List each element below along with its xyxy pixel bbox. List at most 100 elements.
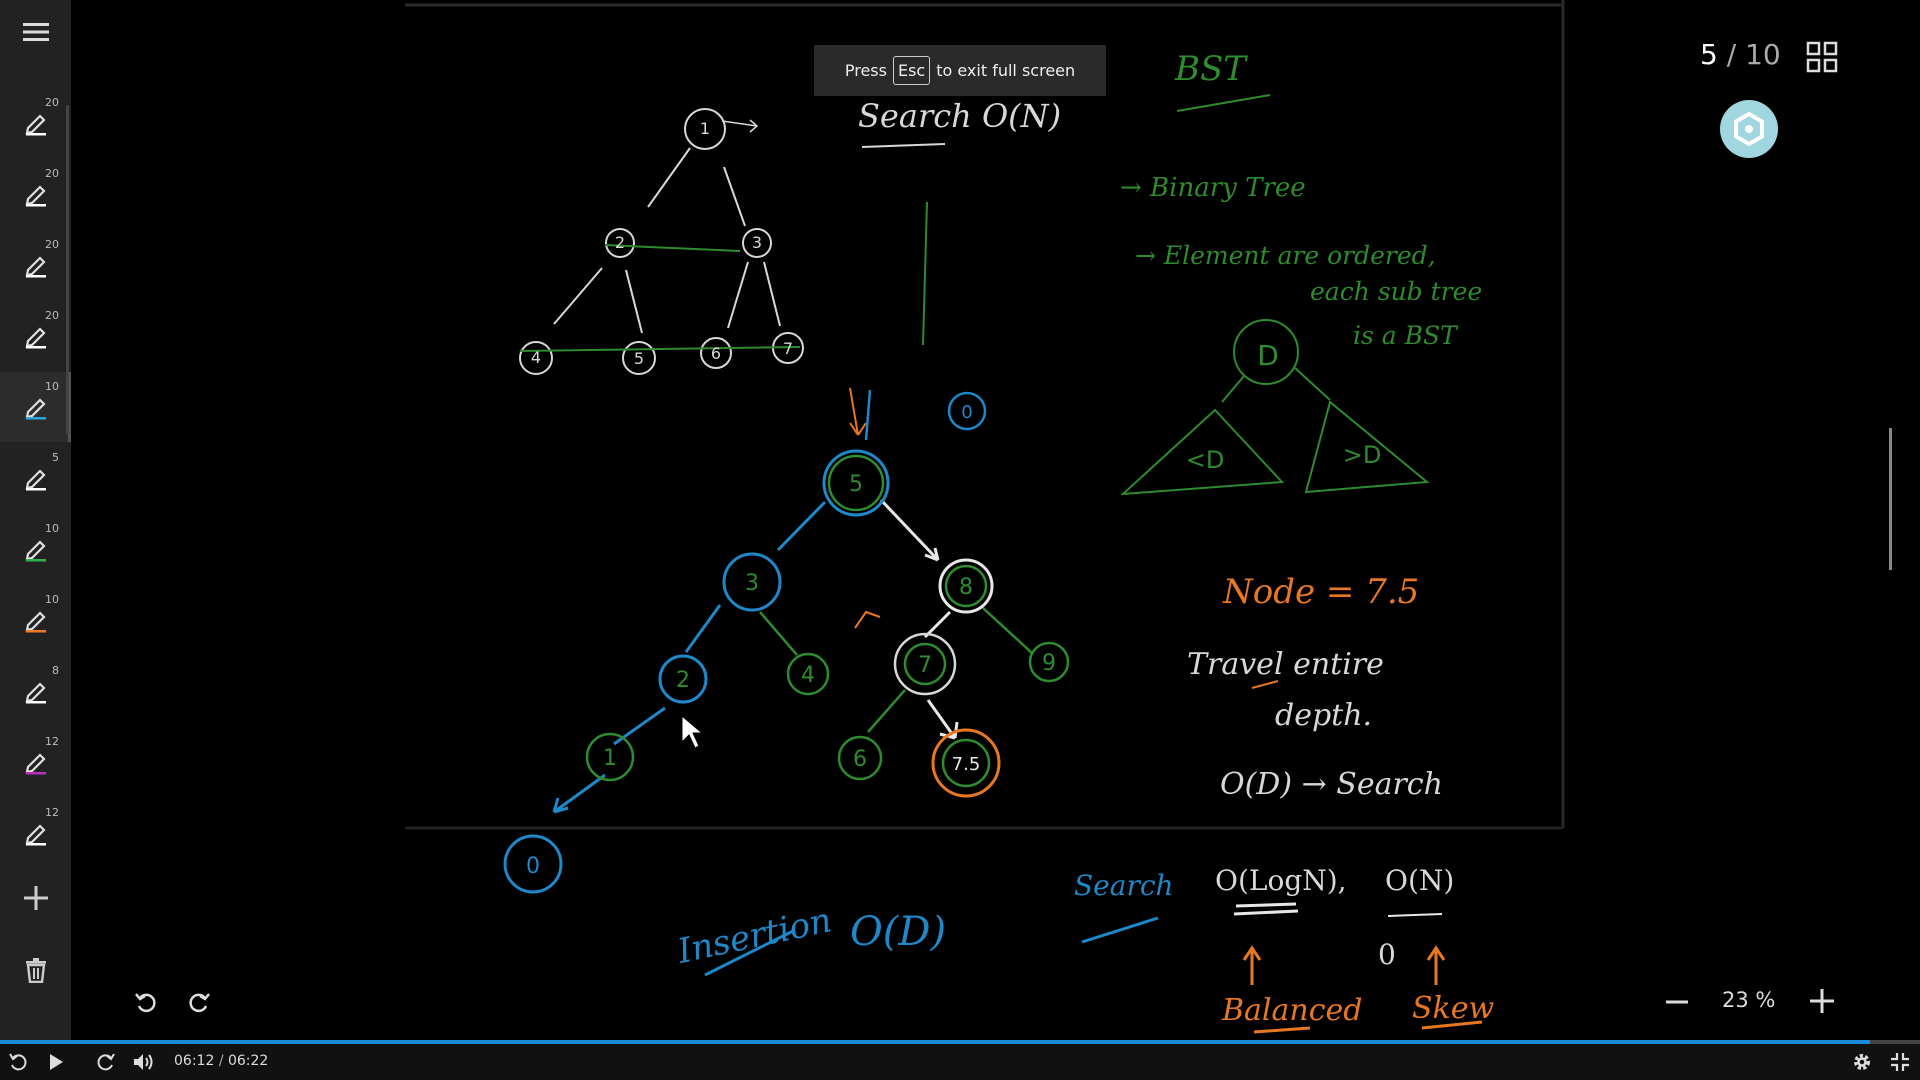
bst-title: BST (1174, 49, 1248, 89)
page-indicator: 5 / 10 (1700, 38, 1781, 71)
tree-node-9 (1028, 641, 1070, 683)
pen-icon (25, 185, 46, 207)
volume-button[interactable] (132, 1050, 156, 1074)
tree-label: 3 (745, 571, 759, 596)
exit-fullscreen-icon (1891, 1053, 1909, 1071)
canvas-scrollbar[interactable] (1889, 428, 1892, 570)
replay-icon (9, 1053, 27, 1071)
forward-button[interactable] (94, 1050, 118, 1074)
pen-tool-9[interactable]: 8 (0, 656, 71, 726)
volume-icon (134, 1054, 153, 1070)
page-total: 10 (1745, 38, 1781, 71)
zero-note: 0 (1378, 938, 1396, 971)
inserted-node-0 (503, 834, 563, 894)
zoom-out-button[interactable] (1662, 987, 1692, 1017)
bst-right-label: >D (1343, 441, 1382, 469)
insertion-note: Insertion (673, 900, 835, 972)
bst-diagram (1120, 319, 1430, 496)
undo-button[interactable] (132, 988, 160, 1016)
menu-button[interactable] (0, 10, 71, 54)
tree-label: 1 (603, 746, 617, 771)
pen-icon (25, 540, 46, 562)
fullscreen-hint: Press Esc to exit full screen (814, 45, 1106, 96)
pen-icon (25, 611, 46, 633)
pen-tool-6[interactable]: 5 (0, 443, 71, 513)
mouse-cursor-icon (681, 714, 704, 749)
page-separator: / (1726, 38, 1737, 71)
zoom-level: 23 % (1722, 988, 1776, 1012)
grid-icon (1806, 41, 1838, 73)
pen-tool-10[interactable]: 12 (0, 727, 71, 797)
logn-note: O(LogN), (1215, 864, 1347, 897)
bst-left-label: <D (1186, 446, 1225, 474)
pen-tool-2[interactable]: 20 (0, 159, 71, 229)
od-search-note: O(D) → Search (1220, 767, 1443, 802)
toolbar-scrollbar[interactable] (66, 105, 69, 435)
bst-line1: → Binary Tree (1120, 173, 1306, 203)
node-eq-note: Node = 7.5 (1222, 572, 1419, 612)
plus-icon (23, 886, 48, 910)
pen-tool-4[interactable]: 20 (0, 301, 71, 371)
search-underline (861, 143, 946, 148)
pen-size-label: 8 (52, 664, 59, 677)
video-time-separator: / (218, 1053, 224, 1069)
wt-node-3 (742, 228, 772, 258)
wt-node-4 (519, 341, 553, 375)
green-vertical-line (922, 201, 928, 346)
wt-label: 1 (700, 119, 710, 138)
pen-size-label: 20 (45, 96, 59, 109)
balanced-note: Balanced (1221, 993, 1363, 1028)
tree-label: 5 (849, 472, 863, 497)
redo-icon (189, 993, 210, 1013)
wt-label: 2 (615, 233, 625, 252)
exit-fullscreen-button[interactable] (1888, 1050, 1912, 1074)
wt-label: 5 (634, 349, 644, 368)
add-button[interactable] (0, 876, 71, 920)
whiteboard-canvas[interactable]: 1 2 3 4 5 6 7 Search O(N) BST → Binary T… (71, 0, 1920, 1040)
pen-tool-8[interactable]: 10 (0, 585, 71, 655)
bst-underline (1176, 94, 1271, 112)
plus-icon (1810, 989, 1834, 1013)
pen-tool-5[interactable]: 10 (0, 372, 71, 442)
tree-label: 7 (918, 653, 932, 678)
play-button[interactable] (44, 1050, 68, 1074)
search-note: Search (1074, 869, 1174, 902)
bst-line4: is a BST (1353, 321, 1459, 350)
video-progress-bar[interactable] (0, 1040, 1920, 1044)
bst-line3: each sub tree (1310, 277, 1482, 306)
pen-icon (25, 114, 46, 136)
tree-label: 8 (959, 575, 973, 600)
board-drawing: 1 2 3 4 5 6 7 Search O(N) BST → Binary T… (405, 0, 1565, 1034)
tree-label: 0 (526, 854, 540, 879)
tree-label: 0 (961, 402, 972, 423)
tree-label: 7.5 (952, 754, 981, 775)
pen-tool-7[interactable]: 10 (0, 514, 71, 584)
tree-node-2 (658, 654, 708, 704)
fs-key-badge: Esc (892, 56, 931, 85)
video-progress-fill (0, 1040, 1871, 1044)
pen-size-label: 20 (45, 167, 59, 180)
fs-press-text: Press (844, 61, 887, 80)
settings-fab-button[interactable] (1720, 100, 1778, 158)
delete-button[interactable] (0, 948, 71, 992)
tree-node-7-5 (931, 728, 1001, 798)
green-level-line-1 (604, 244, 741, 252)
zoom-in-button[interactable] (1806, 985, 1838, 1017)
video-duration: 06:22 (227, 1053, 269, 1069)
pen-icon (25, 824, 46, 846)
minus-icon (1666, 1000, 1688, 1004)
hamburger-icon (22, 23, 49, 41)
tree-node-3 (722, 552, 782, 612)
video-settings-button[interactable] (1850, 1050, 1874, 1074)
pen-tool-11[interactable]: 12 (0, 798, 71, 868)
redo-button[interactable] (185, 988, 213, 1016)
pen-tool-1[interactable]: 20 (0, 88, 71, 158)
video-current-time: 06:12 (174, 1053, 215, 1069)
play-icon (50, 1054, 63, 1070)
pen-tool-3[interactable]: 20 (0, 230, 71, 300)
replay-button[interactable] (6, 1050, 30, 1074)
undo-icon (135, 993, 156, 1013)
grid-view-button[interactable] (1806, 41, 1838, 73)
pen-size-label: 5 (52, 451, 59, 464)
